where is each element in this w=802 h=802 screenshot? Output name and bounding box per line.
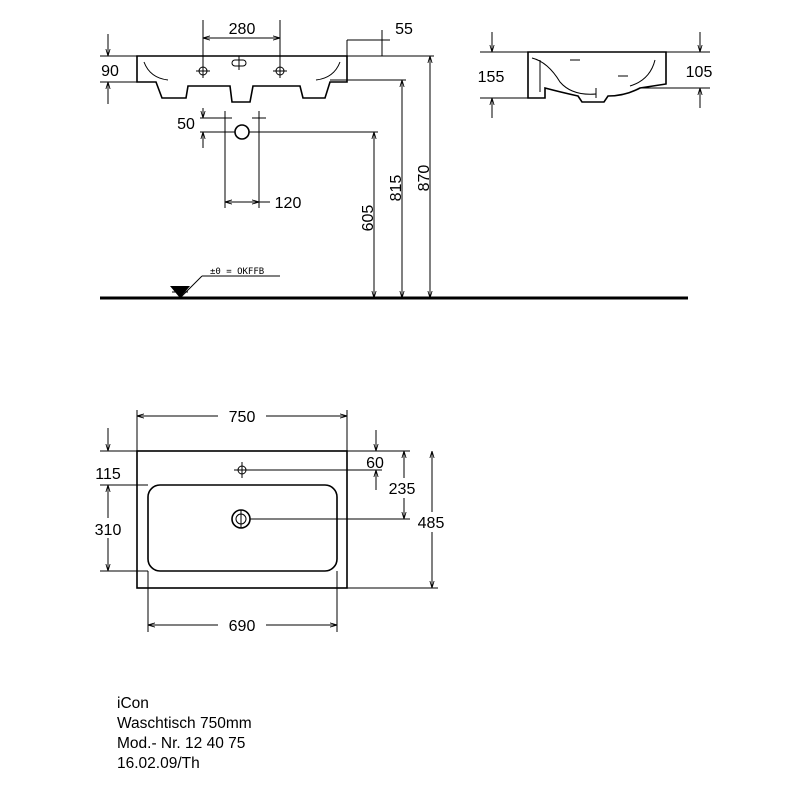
front-tap-hole-right — [273, 64, 287, 78]
dim-rim-front: 115 — [95, 466, 121, 483]
caption-description: Waschtisch 750mm — [117, 715, 252, 732]
side-view: 155 105 — [478, 32, 713, 118]
caption-product-name: iCon — [117, 695, 149, 712]
front-overflow-slot — [231, 56, 247, 70]
dim-bowl-width: 690 — [229, 618, 256, 635]
dim-overall-depth: 485 — [418, 515, 445, 532]
caption-date: 16.02.09/Th — [117, 755, 200, 772]
dim-waste-spacing: 120 — [275, 195, 302, 212]
dim-rim-thickness: 90 — [101, 63, 119, 80]
floor-reference-label: ±0 = OKFFB — [210, 267, 264, 277]
dim-overall-width: 750 — [229, 409, 256, 426]
dim-back-offset: 55 — [395, 21, 413, 38]
side-basin-outline — [527, 51, 667, 103]
top-view: 750 690 115 310 60 235 485 — [88, 402, 452, 635]
side-bowl-curve — [531, 57, 597, 95]
dim-tap-spacing: 280 — [229, 21, 256, 38]
dim-tap-hole-offset: 60 — [366, 455, 384, 472]
front-basin-outline — [136, 55, 348, 103]
top-tap-hole — [234, 462, 250, 478]
top-waste-outlet — [231, 509, 251, 529]
front-bowl-curve-left — [143, 61, 169, 81]
caption-model-number: Mod.- Nr. 12 40 75 — [117, 735, 246, 752]
dim-waste-offset: 235 — [389, 481, 416, 498]
dim-side-depth-left: 155 — [478, 69, 505, 86]
floor-reference-symbol — [170, 275, 280, 299]
dim-waste-height: 605 — [360, 205, 377, 232]
front-bowl-curve-right — [315, 61, 341, 81]
front-view: 280 55 90 50 120 — [100, 20, 688, 300]
side-front-curve — [629, 59, 656, 87]
front-tap-hole-left — [196, 64, 210, 78]
dim-bowl-height: 815 — [388, 175, 405, 202]
dim-bowl-depth: 310 — [95, 522, 122, 539]
drawing-caption: iCon Waschtisch 750mm Mod.- Nr. 12 40 75… — [117, 694, 252, 774]
dim-waste-drop: 50 — [177, 116, 195, 133]
dim-rim-height: 870 — [416, 165, 433, 192]
dim-side-depth-right: 105 — [686, 64, 713, 81]
top-bowl-outline — [147, 484, 338, 572]
